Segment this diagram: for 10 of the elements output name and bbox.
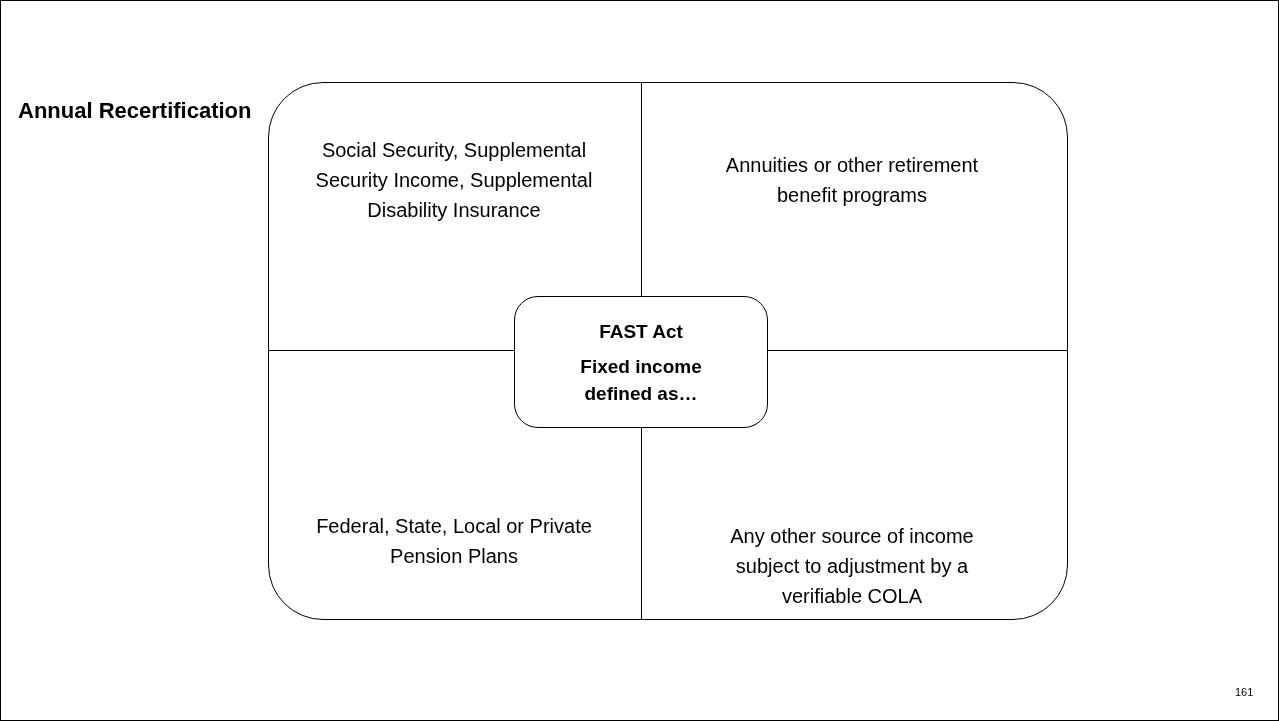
quadrant-text: Annuities or other retirement benefit programs bbox=[724, 153, 980, 208]
quadrant-text: Federal, State, Local or Private Pension Plans bbox=[315, 514, 593, 569]
body-text: Fixed income defined as… bbox=[579, 354, 703, 406]
quadrant-text: Any other source of income subject to adjustment by a verifiable COLA bbox=[729, 524, 975, 609]
page-number: 161 bbox=[1235, 686, 1254, 698]
rounded-frame bbox=[268, 82, 1068, 620]
slide-title: Annual Recertification bbox=[18, 98, 252, 124]
heading-text: FAST Act bbox=[599, 319, 683, 344]
center-box bbox=[514, 296, 768, 428]
quadrant-text: Social Security, Supplemental Security Income, Supplemental Disability Insurance bbox=[314, 138, 594, 223]
